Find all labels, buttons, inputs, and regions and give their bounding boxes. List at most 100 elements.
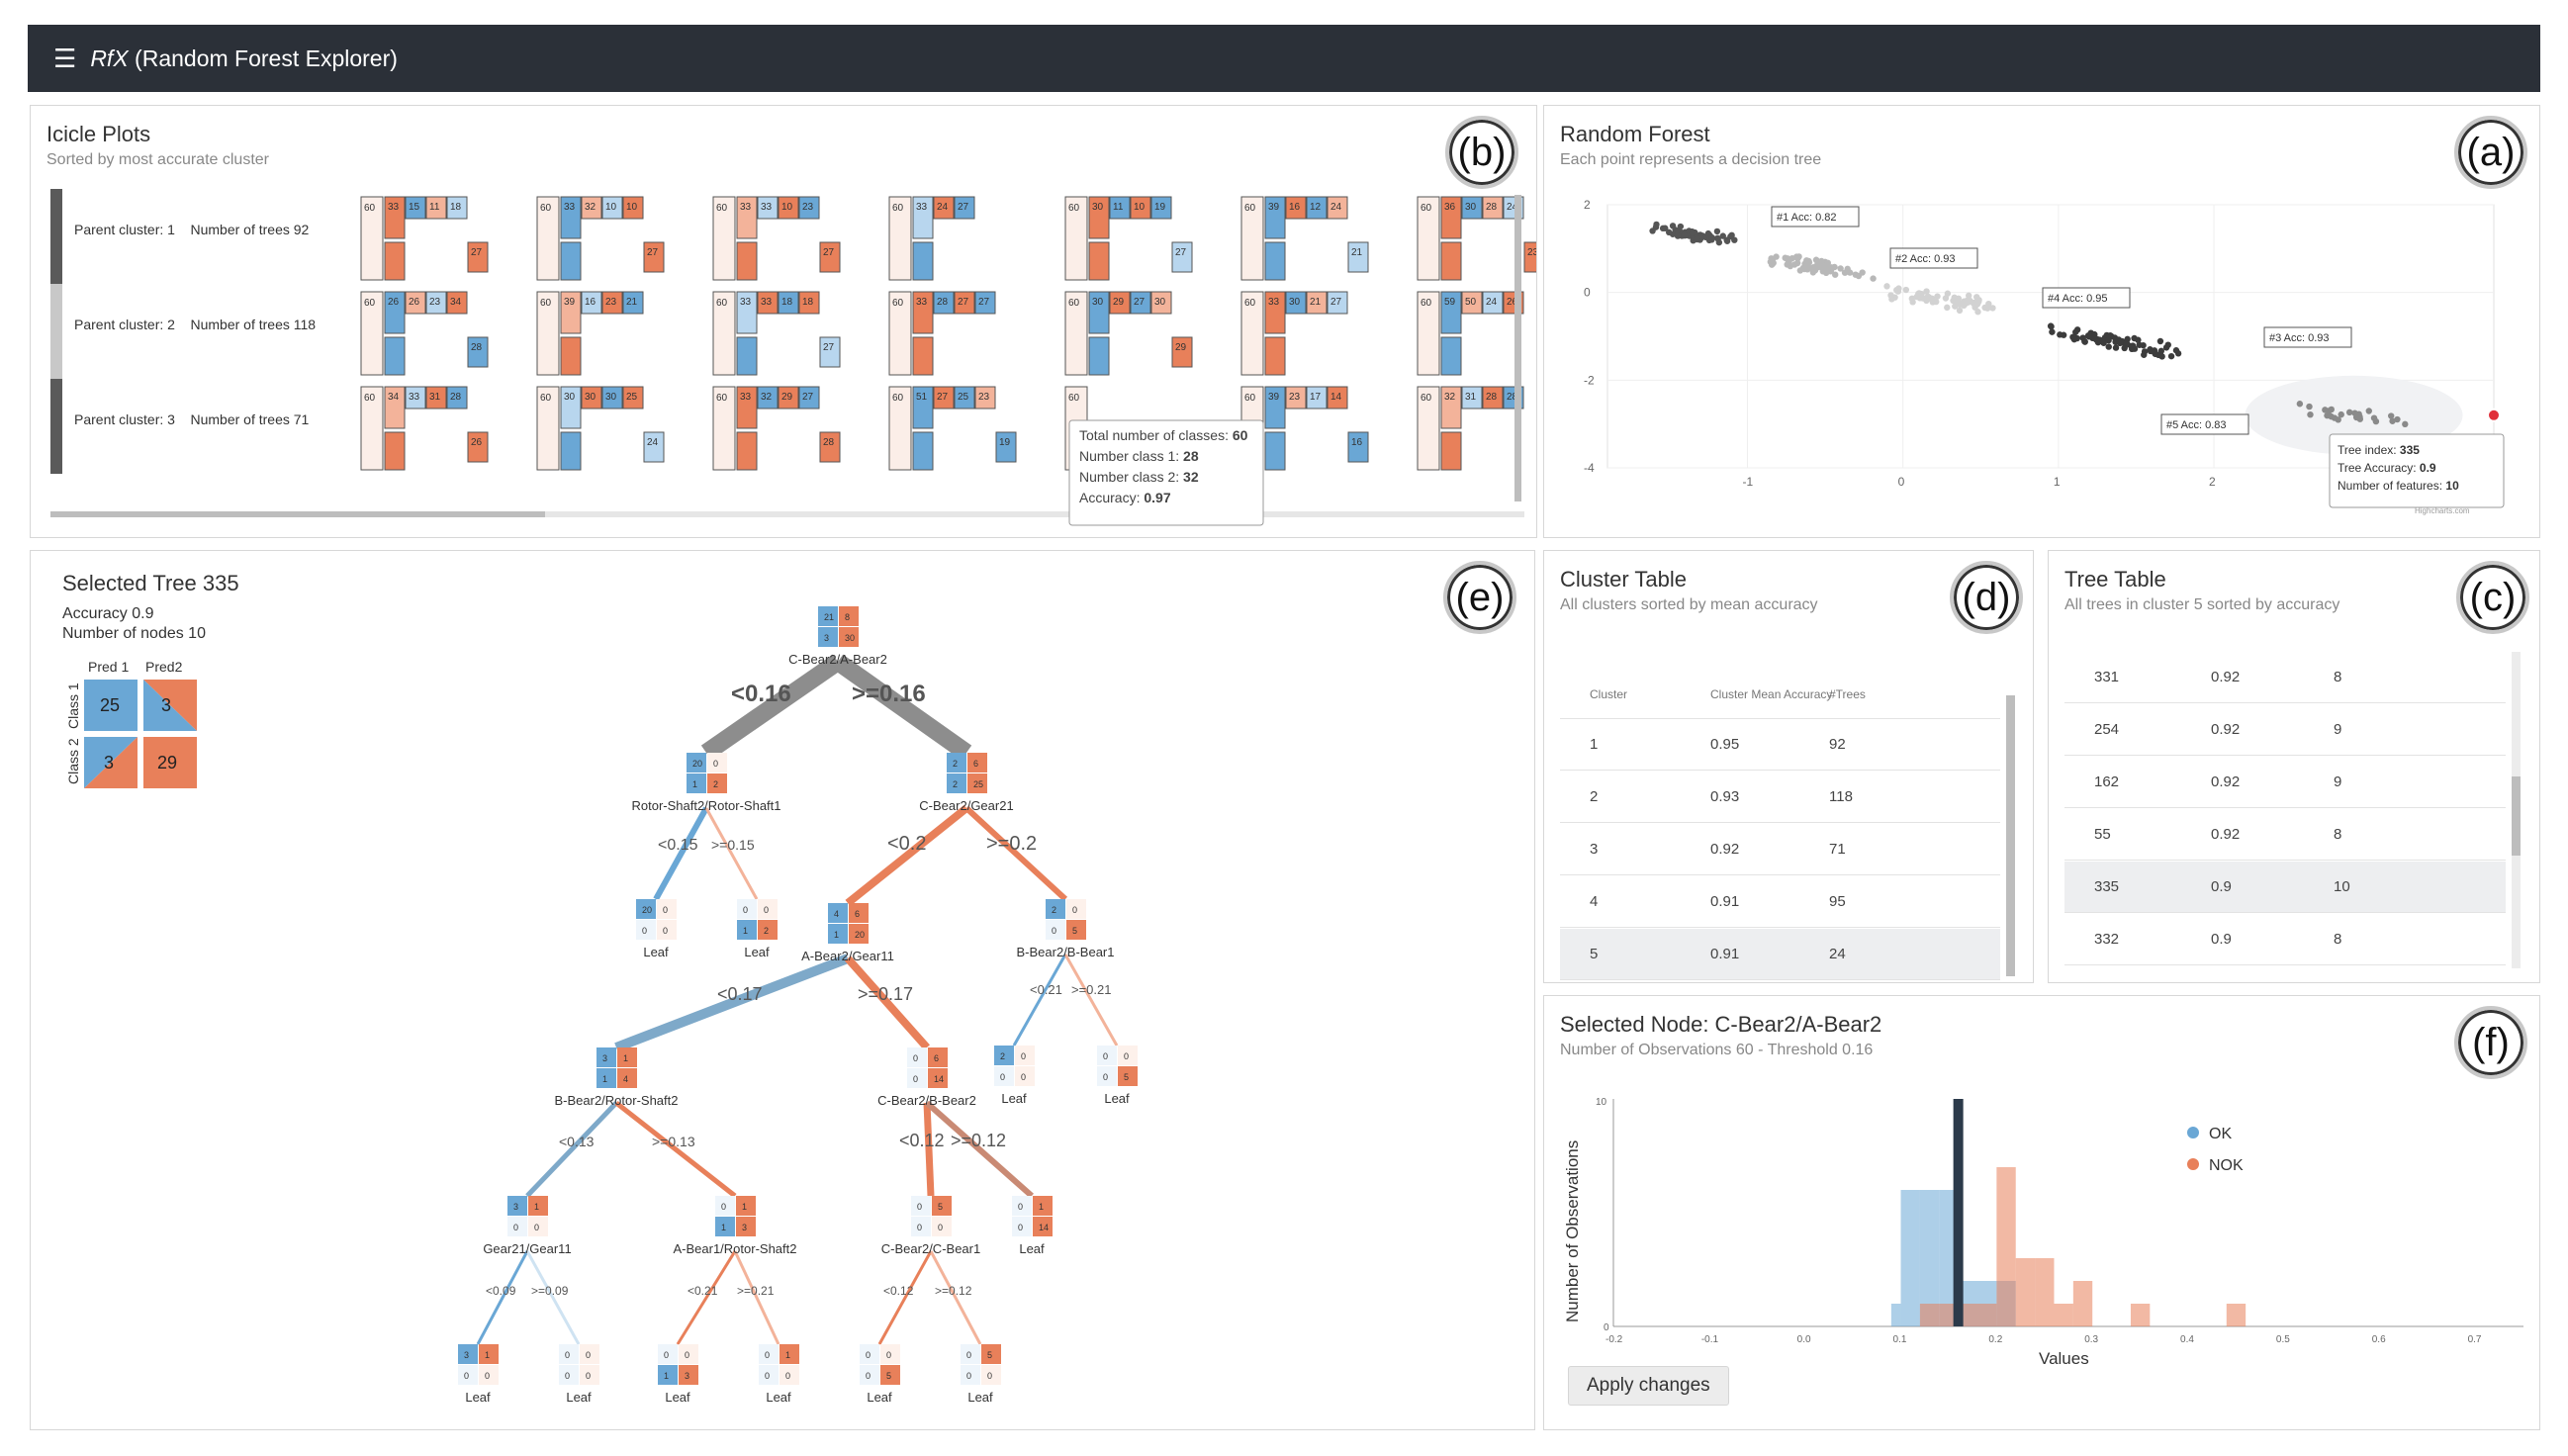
tree-point[interactable] <box>2296 401 2304 408</box>
tree-point[interactable] <box>1713 228 1721 235</box>
tree-point[interactable] <box>2345 409 2353 416</box>
header-trees[interactable]: #Trees <box>1829 686 1866 701</box>
cluster-table-scroll-thumb[interactable] <box>2006 695 2015 976</box>
tree-point[interactable] <box>1825 263 1832 271</box>
scatter-cluster[interactable] <box>1767 253 1877 282</box>
tree-point[interactable] <box>1844 265 1851 273</box>
tree-point[interactable] <box>2306 403 2313 410</box>
tree-point[interactable] <box>1942 295 1950 302</box>
tree-point[interactable] <box>1674 232 1682 239</box>
tree-point[interactable] <box>2394 415 2401 423</box>
tree-point[interactable] <box>2047 322 2055 329</box>
tree-table-scroll-thumb[interactable] <box>2512 776 2521 856</box>
tree-point[interactable] <box>1653 221 1660 228</box>
tree-point[interactable] <box>2338 410 2344 418</box>
tree-point[interactable] <box>2307 410 2314 418</box>
legend-item[interactable]: OK <box>2187 1126 2232 1142</box>
tree-point[interactable] <box>1985 300 1992 308</box>
tree-point[interactable] <box>1689 229 1697 236</box>
icicle-plot[interactable]: 6033322927272628 <box>712 386 841 471</box>
tree-point[interactable] <box>1973 294 1980 301</box>
tree-point[interactable] <box>1923 297 1930 305</box>
icicle-plot[interactable]: 60301110193027 <box>1064 196 1193 281</box>
tree-point[interactable] <box>1887 292 1894 299</box>
tree-point[interactable] <box>2389 417 2396 424</box>
tree-point[interactable] <box>1972 304 1978 311</box>
hamburger-menu-icon[interactable]: ☰ <box>53 44 77 73</box>
tree-point[interactable] <box>1791 261 1798 268</box>
tree-point[interactable] <box>2060 331 2067 338</box>
tree-point[interactable] <box>2352 413 2360 421</box>
tree-point[interactable] <box>2129 342 2137 349</box>
tree-point[interactable] <box>1794 255 1801 262</box>
tree-point[interactable] <box>1902 286 1910 294</box>
legend-item[interactable]: NOK <box>2187 1157 2244 1174</box>
tree-point[interactable] <box>1768 255 1775 262</box>
tree-point[interactable] <box>1719 232 1726 239</box>
tree-point[interactable] <box>2121 344 2128 352</box>
tree-point[interactable] <box>2073 326 2081 333</box>
tree-point[interactable] <box>1870 275 1877 282</box>
tree-point[interactable] <box>2123 339 2130 347</box>
icicle-scroll-thumb[interactable] <box>50 511 545 517</box>
tree-point[interactable] <box>2140 341 2147 349</box>
tree-point[interactable] <box>1662 225 1669 231</box>
tree-point[interactable] <box>2105 343 2112 350</box>
tree-point[interactable] <box>2147 347 2155 355</box>
tree-point[interactable] <box>1944 290 1952 297</box>
tree-point[interactable] <box>1681 231 1688 238</box>
icicle-plot[interactable]: 6030303025302724 <box>536 386 665 471</box>
tree-point[interactable] <box>1953 299 1960 306</box>
tree-point[interactable] <box>2112 338 2119 345</box>
tree-point[interactable] <box>1956 307 1964 315</box>
tree-point[interactable] <box>1723 237 1731 244</box>
threshold-handle[interactable] <box>1953 1099 1964 1326</box>
tree-point[interactable] <box>2103 331 2111 339</box>
icicle-vscroll-thumb[interactable] <box>1514 195 1521 501</box>
cluster-table-scrollbar[interactable] <box>2006 695 2015 976</box>
tree-point[interactable] <box>2070 335 2078 343</box>
tree-point[interactable] <box>2365 408 2372 414</box>
tree-point[interactable] <box>1923 288 1930 295</box>
tree-table-scrollbar[interactable] <box>2512 652 2521 968</box>
tree-point[interactable] <box>1831 271 1839 278</box>
tree-point[interactable] <box>1837 265 1844 272</box>
tree-point[interactable] <box>2172 347 2180 354</box>
scatter-cluster[interactable] <box>2047 322 2182 360</box>
tree-point[interactable] <box>1665 228 1673 236</box>
scatter-cluster[interactable] <box>1883 283 1996 316</box>
tree-point[interactable] <box>1909 299 1916 306</box>
selected-tree-point[interactable] <box>2487 408 2501 422</box>
icicle-plot[interactable]: 60302927303029 <box>1064 291 1193 376</box>
icicle-plot[interactable]: 6033331818151527 <box>712 291 841 376</box>
apply-changes-button[interactable]: Apply changes <box>1568 1366 1729 1406</box>
tree-point[interactable] <box>1773 253 1780 260</box>
tree-point[interactable] <box>1918 290 1925 298</box>
